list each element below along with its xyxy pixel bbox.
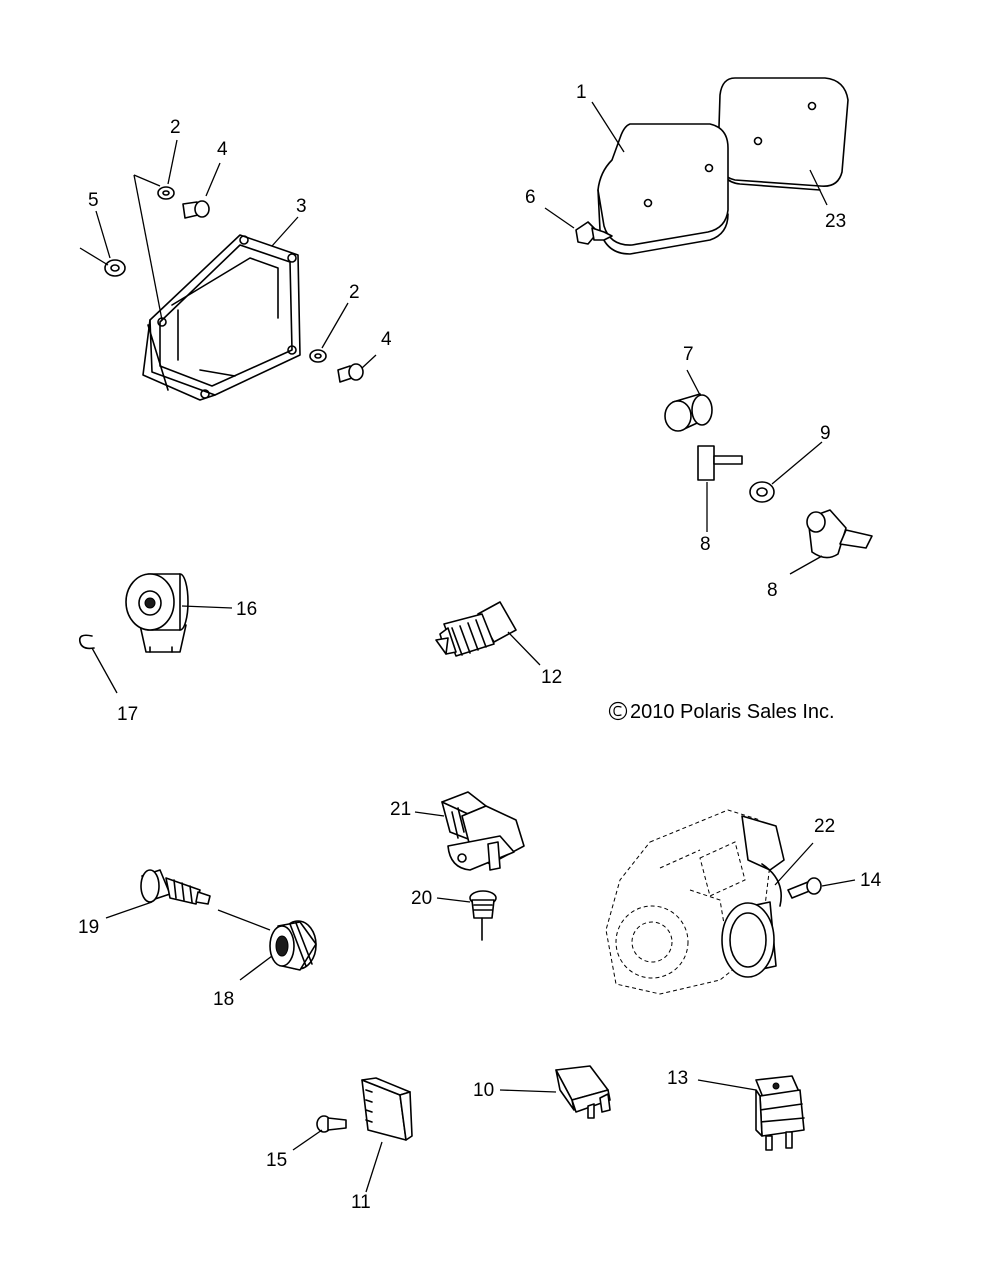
callout-8-key: 8 — [700, 534, 711, 555]
callout-19: 19 — [78, 917, 99, 938]
washer-2-right — [309, 349, 327, 363]
nut-9 — [749, 481, 775, 503]
map-sensor-21 — [441, 791, 525, 871]
callout-6: 6 — [525, 187, 536, 208]
callout-10: 10 — [473, 1080, 494, 1101]
screw-4-top — [182, 200, 210, 219]
callout-5: 5 — [88, 190, 99, 211]
callout-16: 16 — [236, 599, 257, 620]
callout-2-top: 2 — [170, 117, 181, 138]
callout-4-right: 4 — [381, 329, 392, 350]
callout-1: 1 — [576, 82, 587, 103]
callout-13: 13 — [667, 1068, 688, 1089]
copyright-text: 2010 Polaris Sales Inc. — [630, 701, 835, 723]
clip-17 — [78, 634, 95, 650]
callout-3: 3 — [296, 196, 307, 217]
switch-8 — [806, 509, 873, 559]
callout-9: 9 — [820, 423, 831, 444]
callout-14: 14 — [860, 870, 882, 891]
throttle-body-22 — [721, 815, 785, 978]
grommet-5 — [104, 259, 126, 277]
callout-7: 7 — [683, 344, 694, 365]
callout-17: 17 — [117, 704, 138, 725]
callout-15: 15 — [266, 1150, 287, 1171]
callout-4-top: 4 — [217, 139, 228, 160]
throttle-body-ghost — [605, 809, 771, 995]
washer-2-top — [157, 186, 175, 200]
callout-20: 20 — [411, 888, 432, 909]
switch-10 — [555, 1065, 611, 1119]
knob-7 — [664, 393, 713, 432]
copyright-notice: © 2010 Polaris Sales Inc. — [608, 701, 835, 723]
callout-2-right: 2 — [349, 282, 360, 303]
knock-sensor-16 — [125, 573, 189, 653]
cover-23 — [717, 77, 849, 191]
callout-8-switch: 8 — [767, 580, 778, 601]
socket-18 — [269, 920, 317, 971]
callout-21: 21 — [390, 799, 411, 820]
grommet-20 — [469, 890, 497, 941]
callout-22: 22 — [814, 816, 835, 837]
key-8 — [697, 445, 743, 481]
temp-sensor-12 — [435, 601, 517, 657]
callout-18: 18 — [213, 989, 234, 1010]
callout-labels: 1 2 4 5 3 6 23 2 4 7 9 8 8 16 12 17 21 2… — [78, 82, 882, 1213]
bulb-19 — [140, 869, 211, 905]
callout-23: 23 — [825, 211, 846, 232]
ecu-module — [142, 234, 301, 401]
rocker-switch-13 — [755, 1075, 805, 1151]
relay-11 — [361, 1077, 413, 1141]
callout-11: 11 — [351, 1192, 371, 1213]
callout-12: 12 — [541, 667, 562, 688]
screw-14 — [787, 877, 822, 899]
screw-6 — [575, 221, 613, 245]
screw-15 — [316, 1115, 347, 1133]
cover-1 — [597, 123, 729, 255]
screw-4-right — [337, 363, 364, 383]
